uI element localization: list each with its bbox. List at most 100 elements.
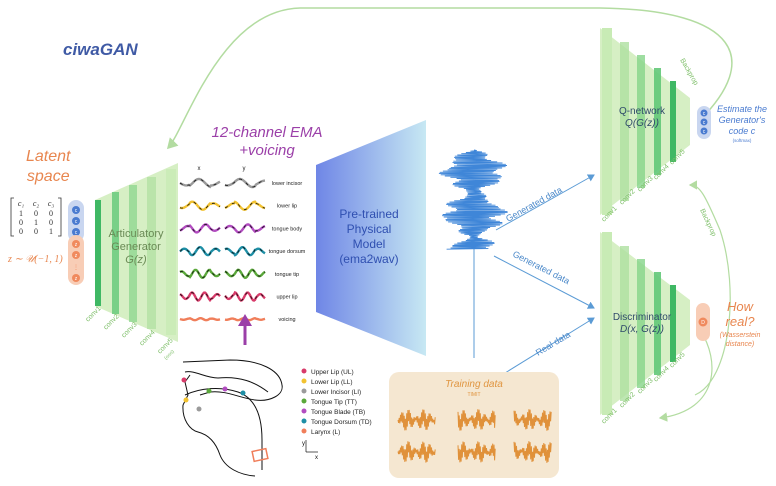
ema-title-line-2: +voicing [239,142,295,159]
td-marker [240,390,246,396]
latent-line-1: Latent [26,148,71,165]
legend-label: Lower Incisor (LI) [311,389,361,396]
matrix-cell: 0 [49,209,53,218]
generated-data-arrow-1 [495,174,595,231]
d-node [698,317,708,327]
ema-col-y: y [243,166,246,172]
z-node-label: z [75,276,78,282]
d-layer-3 [637,259,645,388]
real-data-arrow [504,317,595,374]
d-layer-4 [654,272,661,375]
generator-conv4: conv4 [138,329,156,347]
ema-channel-row: upper lip [179,290,298,303]
ema-trace [224,223,266,234]
backprop-arrow-right [688,180,731,396]
q-c-node-label: c [703,129,706,135]
matrix-header-c2: c₂ [33,199,40,208]
ema-channel-row: lower incisor [179,177,303,189]
ema-trace [179,317,221,322]
training-waveform [513,441,552,463]
ema-channel-row: tongue tip [179,268,299,280]
q-label-2: Q(G(z)) [625,118,659,129]
code-matrix: c₁ c₂ c₃ 1 0 0 0 1 0 0 0 1 [10,197,62,237]
q-layer-4 [654,68,661,175]
matrix-cell: 0 [19,227,23,236]
training-waveform [513,409,552,431]
axis-x-label: x [315,455,318,461]
ema-trace-overlay [224,223,266,233]
ema-channel-row: tongue dorsum [179,245,306,257]
backprop-label-1: Backprop [678,58,699,87]
c-node [72,206,80,214]
q-output-nodes: c c c [697,106,711,139]
q-c-node [700,118,708,126]
ema-channel-label: lower incisor [272,181,303,187]
pm-label-1: Pre-trained [339,207,398,221]
pm-label-2: Physical [347,222,392,236]
c-node-label: c [75,208,78,214]
ll-marker [183,397,189,403]
ema-trace [179,245,221,257]
matrix-cell: 0 [34,227,38,236]
latent-space-label: Latent space [26,147,70,187]
generated-waveform [438,149,508,358]
generated-data-arrow-2 [493,255,595,309]
ema-trace-overlay [224,201,266,211]
q-c-node [700,127,708,135]
backprop-arrow-top [166,7,733,150]
legend-marker [301,398,307,404]
how-real-sub-1: (Wasserstein [720,332,761,339]
q-layer-3 [637,55,645,188]
training-waveforms [397,409,552,463]
matrix-cell: 1 [19,209,23,218]
ema-trace [224,200,266,211]
ul-marker [181,377,187,383]
legend-marker [301,388,307,394]
legend-label: Tongue Blade (TB) [311,409,365,416]
c-node-label: c [75,230,78,236]
articulator-legend: Upper Lip (UL) Lower Lip (LL) Lower Inciso… [301,368,372,436]
generator-layer-4 [147,177,156,329]
legend-label: Lower Lip (LL) [311,379,353,386]
matrix-cell: 1 [34,218,38,227]
ema-trace [179,268,221,279]
ema-title-line-1: 12-channel EMA [211,124,323,141]
estimate-sub: (softmax) [733,138,752,143]
ema-trace [224,290,266,302]
estimate-label-3: code c [729,126,756,136]
c-node [72,228,80,236]
generator-label-line2: Generator [111,241,161,253]
ellipsis: ⋮ [73,265,79,271]
c-node [72,217,80,225]
ema-channel-row: lower lip [179,200,297,211]
how-real-2: real? [726,314,756,329]
d-layer-5 [670,285,676,362]
d-layer-2 [620,246,629,401]
d-label-2: D(x, G(z)) [620,324,664,335]
ema-trace [179,177,221,189]
latent-vector: c c c z z z ⋮ [68,200,84,285]
z-node [72,240,80,248]
ema-channel-label: voicing [278,317,295,323]
legend-label: Upper Lip (UL) [311,369,354,376]
ema-trace-overlay [224,291,266,301]
ema-channel-label: tongue body [272,226,303,232]
ema-trace-overlay [179,292,221,301]
ema-channel-label: tongue dorsum [269,249,306,255]
ema-channel-label: lower lip [277,204,297,210]
q-c-node-label: c [703,111,706,117]
generator-conv2: conv2 [102,313,120,331]
legend-marker [301,378,307,384]
estimate-label-2: Generator's [719,115,766,125]
q-network: Q-network Q(G(z)) conv1 conv2 conv3 conv… [600,28,690,223]
training-waveform [397,409,436,431]
ema-up-arrowhead [238,314,252,326]
pm-label-3: Model [353,237,386,251]
d-node-label: D [701,320,705,326]
diagram-title: ciwaGAN [63,40,138,59]
backprop-label-2: Backprop [698,208,717,238]
training-waveform [457,409,496,431]
ema-trace [179,291,221,303]
backprop-arrow-bottom [658,329,713,422]
